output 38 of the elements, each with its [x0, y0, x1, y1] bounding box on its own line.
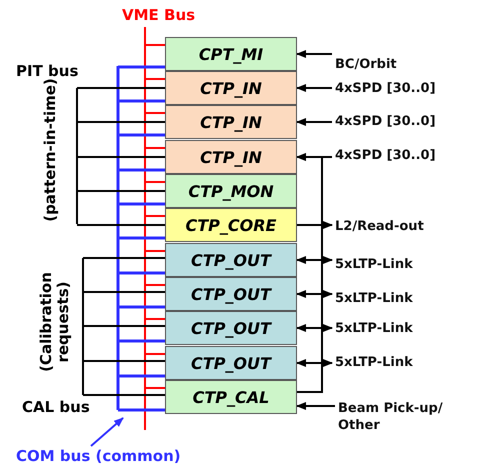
bus-label: PIT bus [16, 62, 78, 80]
board-box: CTP_OUT [165, 346, 297, 380]
arrow [296, 118, 332, 126]
signal-label: 5xLTP-Link [335, 256, 413, 273]
board-box: CTP_OUT [165, 277, 297, 311]
board-box: CTP_IN [165, 140, 297, 174]
arrow [296, 402, 335, 410]
bus-note: (pattern-in-time) [41, 78, 59, 222]
signal-label: 4xSPD [30..0] [335, 113, 436, 130]
bus-label: CAL bus [22, 398, 90, 416]
signal-label: 5xLTP-Link [335, 354, 413, 371]
arrow [297, 221, 333, 229]
signal-label: 5xLTP-Link [335, 320, 413, 337]
bus-label: VME Bus [122, 6, 196, 24]
arrow [296, 359, 333, 367]
bus-label: COM bus (common) [16, 448, 181, 465]
board-box: CTP_IN [165, 105, 297, 139]
arrow [90, 417, 124, 447]
signal-label: 4xSPD [30..0] [335, 147, 436, 164]
signal-label: 5xLTP-Link [335, 290, 413, 307]
board-box: CTP_IN [165, 71, 297, 105]
signal-label: 4xSPD [30..0] [335, 80, 436, 97]
board-box: CTP_OUT [165, 243, 297, 277]
signal-label: Beam Pick-up/ Other [338, 400, 448, 434]
arrow [296, 256, 333, 264]
board-box: CTP_OUT [165, 311, 297, 345]
signal-label: BC/Orbit [335, 56, 397, 73]
board-box: CTP_CORE [165, 208, 297, 242]
arrow [296, 324, 333, 332]
board-box: CTP_CAL [165, 380, 297, 414]
bus-note: (Calibration requests) [38, 271, 72, 374]
arrow [296, 84, 332, 92]
board-box: CTP_MON [165, 174, 297, 208]
arrow [296, 153, 323, 393]
arrow [296, 50, 332, 58]
board-box: CPT_MI [165, 37, 297, 71]
signal-label: L2/Read-out [335, 218, 424, 235]
arrow [296, 290, 333, 298]
